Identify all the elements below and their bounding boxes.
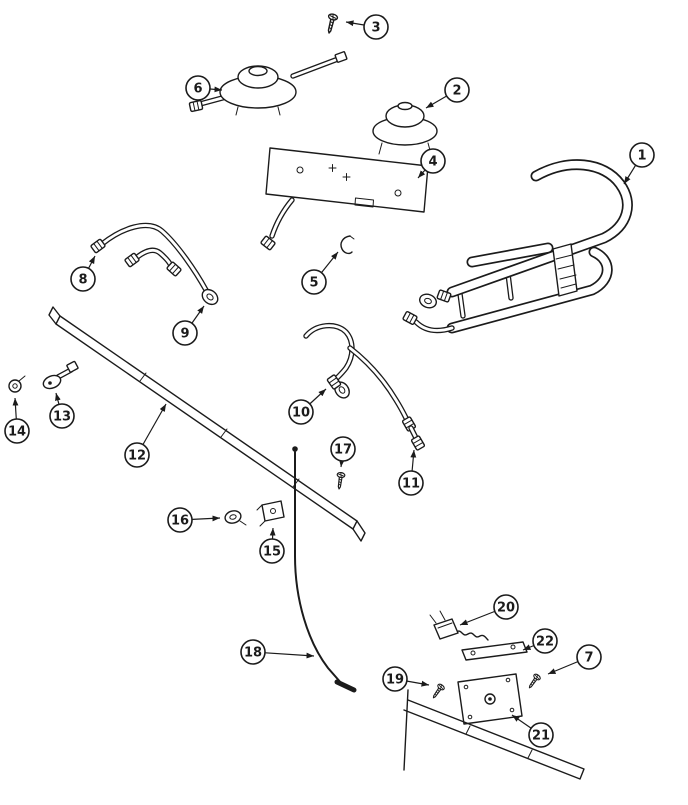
callout-6: 6 [185, 75, 211, 101]
support-rail [403, 689, 585, 780]
svg-text:14: 14 [8, 425, 26, 440]
svg-text:16: 16 [171, 514, 189, 529]
svg-text:1: 1 [637, 149, 646, 164]
callout-8: 8 [70, 266, 96, 292]
callout-17: 17 [330, 436, 356, 462]
callout-19: 19 [382, 666, 408, 692]
part-22-bracket [461, 641, 528, 661]
part-10-gas-tubes [303, 323, 426, 452]
callout-16: 16 [167, 507, 193, 533]
svg-text:22: 22 [536, 635, 554, 650]
svg-text:5: 5 [309, 276, 318, 291]
callout-11: 11 [398, 470, 424, 496]
part-18-gas-line [292, 446, 357, 693]
callout-12: 12 [124, 442, 150, 468]
part-14-clip [8, 375, 26, 393]
callout-13: 13 [49, 403, 75, 429]
part-19-screw [429, 682, 446, 701]
part-6-regulator [188, 51, 348, 116]
part-12-manifold-rail [48, 306, 366, 542]
callout-21: 21 [528, 722, 554, 748]
callout-1: 1 [629, 142, 655, 168]
callout-22: 22 [532, 628, 558, 654]
callout-9: 9 [172, 320, 198, 346]
part-16-grommet [224, 510, 247, 526]
part-7-screw [525, 672, 542, 691]
part-3-screw [323, 12, 339, 35]
callout-14: 14 [4, 418, 30, 444]
part-5-clip [340, 235, 355, 255]
svg-text:2: 2 [452, 84, 461, 99]
svg-text:12: 12 [128, 449, 146, 464]
svg-text:15: 15 [263, 545, 281, 560]
part-2-regulator [372, 101, 438, 155]
callout-7: 7 [576, 644, 602, 670]
svg-text:18: 18 [244, 646, 262, 661]
svg-text:7: 7 [584, 651, 593, 666]
callout-4: 4 [420, 148, 446, 174]
callout-5: 5 [301, 269, 327, 295]
part-17-screw [334, 471, 346, 491]
callout-3: 3 [363, 14, 389, 40]
callout-15: 15 [259, 538, 285, 564]
svg-text:4: 4 [428, 155, 437, 170]
part-20-switch [429, 610, 489, 641]
part-4-manifold-bracket [259, 147, 429, 251]
svg-text:9: 9 [180, 327, 189, 342]
svg-text:19: 19 [386, 673, 404, 688]
part-13-valve [42, 360, 79, 390]
callout-2: 2 [444, 77, 470, 103]
svg-text:10: 10 [292, 406, 310, 421]
svg-text:6: 6 [193, 82, 202, 97]
svg-text:20: 20 [497, 601, 515, 616]
callout-10: 10 [288, 399, 314, 425]
svg-text:13: 13 [53, 410, 71, 425]
svg-text:21: 21 [532, 729, 550, 744]
svg-text:17: 17 [334, 443, 352, 458]
callout-18: 18 [240, 639, 266, 665]
svg-text:11: 11 [402, 477, 420, 492]
part-1-burner-assembly [401, 159, 633, 334]
callout-20: 20 [493, 594, 519, 620]
svg-text:8: 8 [78, 273, 87, 288]
part-21-mounting-plate [457, 673, 523, 725]
part-8-gas-tubes [89, 222, 222, 309]
svg-text:3: 3 [371, 21, 380, 36]
part-15-bracket [256, 500, 285, 527]
